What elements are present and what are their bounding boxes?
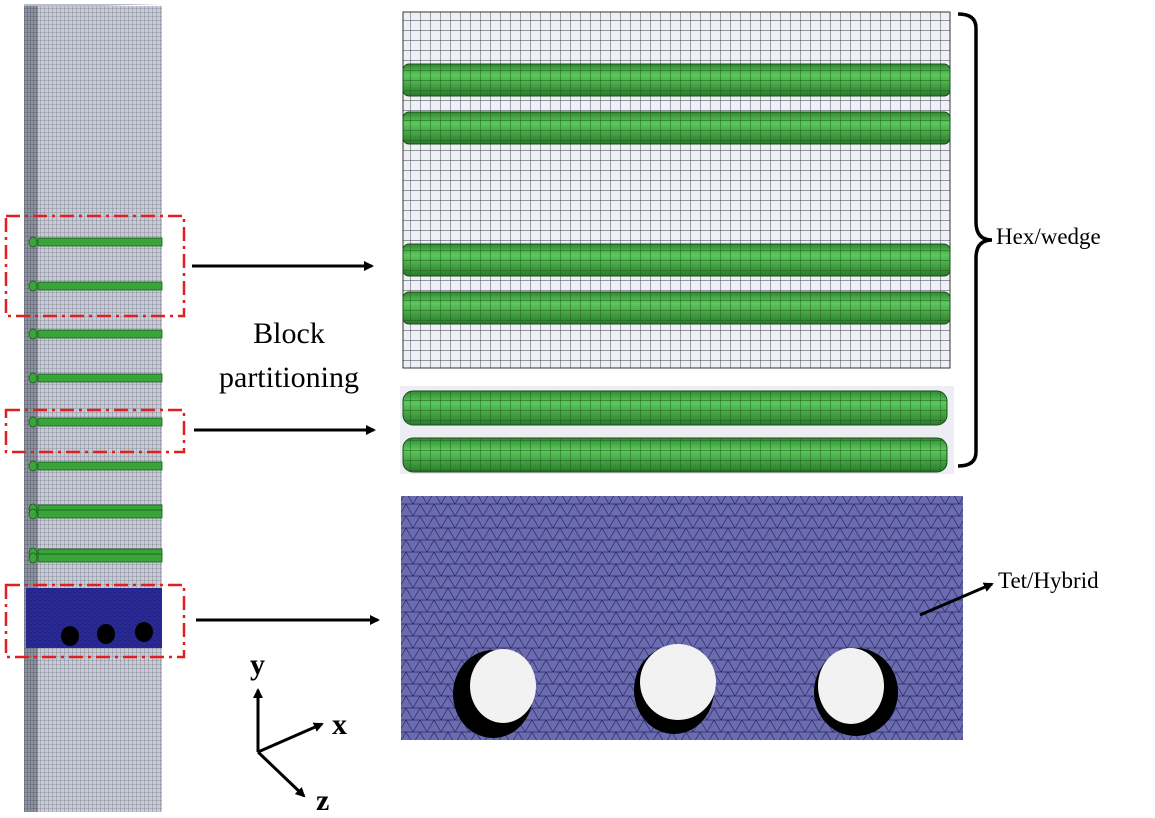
specimen-fiber-strip (37, 417, 163, 427)
hex-block-outline (402, 11, 951, 369)
axis-x-label: x (332, 708, 347, 741)
specimen-fibers (28, 236, 163, 564)
block-fibers (402, 63, 951, 325)
block-partitioning-line1: Block (253, 317, 325, 350)
specimen (4, 4, 186, 812)
specimen-fiber-end (28, 508, 38, 520)
specimen-fiber-strip (37, 329, 163, 339)
arrow-tet-hybrid (919, 582, 994, 617)
highlight-box-middle (4, 408, 186, 454)
specimen-fiber-strip (37, 461, 163, 471)
specimen-fiber-strip (37, 373, 163, 383)
tet-hole-1 (470, 649, 536, 723)
block-partitioning-label: Block partitioning (198, 312, 380, 400)
block-fiber-mesh (403, 244, 950, 276)
specimen-fiber-end (28, 236, 38, 248)
isolated-fiber-2-mesh (403, 438, 947, 472)
tet-panel (401, 496, 963, 740)
highlight-box-bottom (4, 583, 186, 659)
specimen-fiber-strip (37, 509, 163, 519)
highlight-box-top (4, 214, 186, 318)
specimen-fiber-strip (37, 281, 163, 291)
fiber-panel (400, 386, 954, 474)
specimen-hole-3 (135, 622, 153, 642)
axis-z-line (256, 750, 306, 798)
specimen-fiber-strip (37, 553, 163, 563)
specimen-fiber-end (28, 416, 38, 428)
block-fiber-mesh (403, 112, 950, 144)
specimen-hole-1 (61, 626, 79, 646)
specimen-fiber-end (28, 372, 38, 384)
axis-z-label: z (316, 784, 330, 817)
tet-hole-2 (640, 644, 716, 720)
specimen-fiber-end (28, 552, 38, 564)
specimen-fiber-end (28, 328, 38, 340)
block-fiber-mesh (403, 292, 950, 324)
specimen-hole-2 (97, 624, 115, 644)
tet-hole-3 (818, 648, 884, 724)
coordinate-axes (253, 688, 324, 798)
specimen-fiber-end (28, 280, 38, 292)
tet-hybrid-label: Tet/Hybrid (998, 568, 1099, 593)
isolated-fiber-1-mesh (403, 391, 947, 425)
specimen-fiber-strip (37, 237, 163, 247)
axis-x-line (257, 722, 324, 754)
hex-wedge-brace (957, 12, 993, 468)
hex-wedge-label: Hex/wedge (996, 224, 1101, 249)
axis-y-label: y (250, 648, 265, 681)
specimen-fiber-end (28, 460, 38, 472)
block-partitioning-line2: partitioning (219, 361, 359, 394)
block-fiber-mesh (403, 64, 950, 96)
